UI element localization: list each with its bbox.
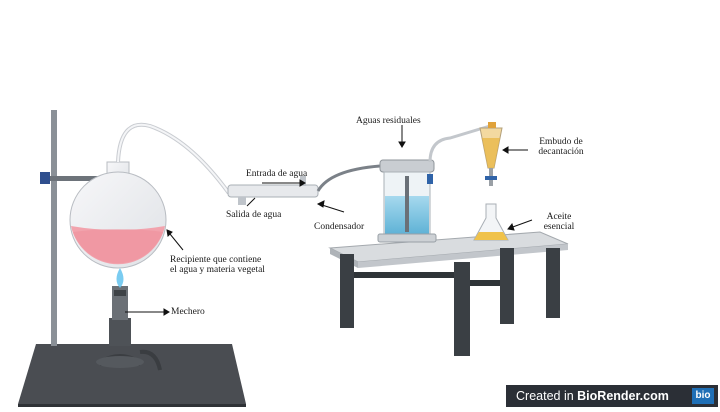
- outlet-tube: [428, 124, 491, 163]
- clamp: [40, 172, 118, 184]
- ring-stand-base: [18, 344, 246, 408]
- label-salida-agua: Salida de agua: [226, 210, 282, 220]
- label-aguas-residuales: Aguas residuales: [356, 116, 421, 126]
- biorender-logo-icon: bio: [692, 388, 714, 404]
- label-recipiente: Recipiente que contiene el agua y materi…: [170, 255, 265, 275]
- label-embudo: Embudo de decantación: [530, 137, 592, 157]
- label-embudo-line2: decantación: [538, 147, 584, 157]
- credit-text: Created in BioRender.com: [506, 389, 669, 403]
- condenser-jar: [377, 159, 437, 243]
- ring-stand-rod: [51, 110, 57, 346]
- label-aceite: Aceite esencial: [534, 212, 584, 232]
- round-bottom-flask: [69, 161, 167, 269]
- lab-table: [328, 231, 569, 356]
- credit-prefix: Created in: [516, 389, 578, 403]
- label-mechero: Mechero: [171, 307, 205, 317]
- label-aceite-line2: esencial: [543, 222, 575, 232]
- credit-brand: BioRender.com: [577, 389, 669, 403]
- label-embudo-line1: Embudo de: [539, 137, 583, 147]
- separatory-funnel: [479, 122, 503, 186]
- inlet-tube: [316, 164, 381, 192]
- bunsen-burner: [96, 268, 162, 371]
- pointer-arrows: [125, 125, 533, 316]
- erlenmeyer-flask: [473, 203, 509, 241]
- biorender-credit-badge[interactable]: Created in BioRender.com bio: [506, 385, 718, 407]
- label-recipiente-line2: el agua y materia vegetal: [170, 265, 265, 275]
- label-entrada-agua: Entrada de agua: [246, 169, 308, 179]
- water-jacket: [227, 176, 319, 205]
- label-aceite-line1: Aceite: [546, 212, 572, 222]
- label-recipiente-line1: Recipiente que contiene: [170, 255, 262, 265]
- label-condensador: Condensador: [314, 222, 365, 232]
